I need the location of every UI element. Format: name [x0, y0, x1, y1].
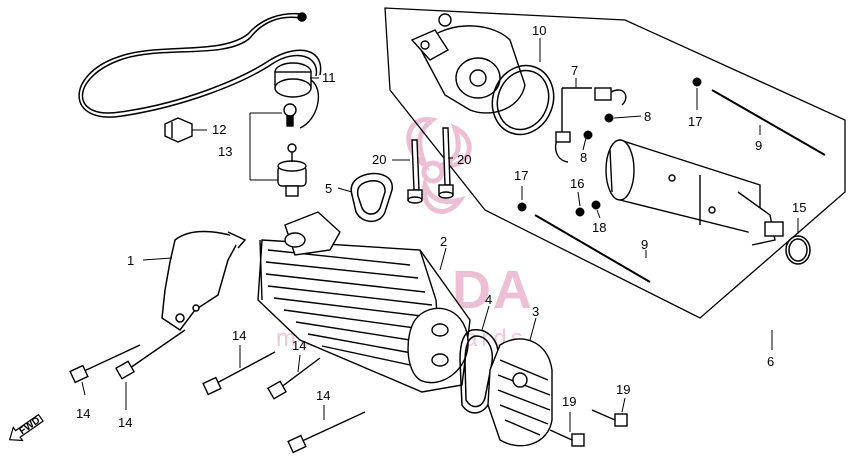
part-7-brush-holder	[554, 87, 627, 163]
callout-10: 10	[532, 23, 546, 38]
part-3-cover	[487, 338, 553, 447]
part-12-clip	[164, 117, 193, 143]
part-8-screw-a	[604, 113, 614, 123]
fwd-arrow: FWD	[8, 413, 44, 442]
part-9-through-bolts	[534, 89, 826, 283]
part-17-nut-a	[692, 77, 702, 87]
callout-9-a: 9	[755, 138, 762, 153]
part-20-bolts	[407, 127, 454, 204]
callout-9-b: 9	[641, 237, 648, 252]
callout-7: 7	[571, 63, 578, 78]
callout-3: 3	[532, 304, 539, 319]
callout-20-b: 20	[457, 152, 471, 167]
part-10-end-housing	[410, 13, 526, 114]
bracket-12-13	[249, 112, 282, 181]
callout-17-b: 17	[514, 168, 528, 183]
callout-6: 6	[767, 354, 774, 369]
callout-19-a: 19	[616, 382, 630, 397]
wire-harness	[78, 12, 322, 118]
part-5-gasket	[350, 172, 393, 223]
callout-14-e: 14	[118, 415, 132, 430]
part-15-oring	[785, 235, 811, 265]
fwd-arrow-icon	[8, 413, 44, 442]
leader-lines	[81, 38, 799, 432]
callout-8-b: 8	[580, 150, 587, 165]
callout-15: 15	[792, 200, 806, 215]
finned-cylinder	[257, 211, 471, 393]
callout-14-c: 14	[316, 388, 330, 403]
callout-1: 1	[127, 253, 134, 268]
callout-18: 18	[592, 220, 606, 235]
starter-assembly-box	[384, 7, 846, 319]
callout-14-d: 14	[76, 406, 90, 421]
callout-17-a: 17	[688, 114, 702, 129]
callout-16: 16	[570, 176, 584, 191]
callout-12: 12	[212, 122, 226, 137]
part-13-switch	[277, 143, 307, 197]
callout-8-a: 8	[644, 109, 651, 124]
part-10-oring	[491, 64, 555, 136]
callout-4: 4	[485, 292, 492, 307]
callout-13: 13	[218, 144, 232, 159]
callout-2: 2	[440, 234, 447, 249]
callout-labels: 1 2 3 4 5 6 7 8 8 9 9 10 11 12 13 14 14 …	[76, 23, 806, 430]
part-17-nut-b	[517, 202, 527, 212]
part-11-sensor	[274, 62, 320, 129]
part-16-washer	[575, 207, 585, 217]
callout-14-b: 14	[292, 338, 306, 353]
starter-motor	[605, 139, 784, 246]
part-4-gasket	[459, 329, 499, 414]
callout-19-b: 19	[562, 394, 576, 409]
callout-14-a: 14	[232, 328, 246, 343]
part-1-heat-shield	[161, 230, 247, 332]
part-18-screw	[591, 200, 601, 210]
callout-5: 5	[325, 181, 332, 196]
part-8-screw-b	[583, 130, 593, 140]
callout-20-a: 20	[372, 152, 386, 167]
callout-11: 11	[322, 70, 336, 85]
part-19-bolts	[549, 409, 628, 447]
small-fasteners	[517, 77, 702, 217]
part-14-bolts	[69, 329, 366, 454]
